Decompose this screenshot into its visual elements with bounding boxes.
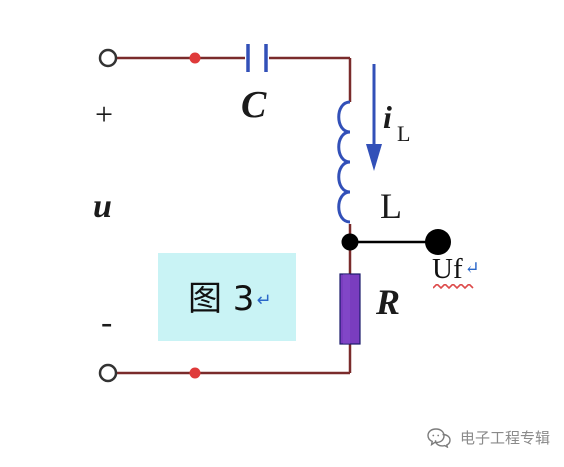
minus-label: -: [101, 304, 112, 341]
watermark-text: 电子工程专辑: [459, 428, 550, 447]
plus-label: +: [95, 96, 113, 132]
inductor-label: L: [380, 186, 402, 226]
current-subscript-label: L: [397, 121, 410, 146]
feedback-terminal: [425, 229, 451, 255]
top-terminal: [98, 48, 118, 68]
figure-label: 图 3: [188, 279, 255, 319]
return-arrow-icon: ↵: [256, 290, 272, 311]
resistor-label: R: [375, 282, 400, 322]
top-node: [189, 52, 201, 64]
chat-bubble-icon: [427, 428, 451, 448]
inductor-coil: [337, 100, 351, 224]
current-label: i: [383, 99, 392, 135]
feedback-voltage-label: Uf: [432, 253, 463, 285]
voltage-label: u: [93, 188, 112, 225]
figure-label-text: 图 3↵: [188, 271, 272, 320]
capacitor-label: C: [241, 84, 267, 126]
bottom-terminal: [98, 363, 118, 383]
spellcheck-wave-icon: [433, 284, 474, 290]
watermark: 电子工程专辑: [426, 426, 550, 448]
junction-node: [341, 233, 359, 251]
current-arrow-head: [366, 144, 382, 171]
resistor-highlight: [343, 274, 350, 344]
resistor-body: [339, 273, 361, 345]
bottom-node: [189, 367, 201, 379]
figure-label-box: 图 3↵: [158, 253, 296, 341]
feedback-return-arrow-icon: ↵: [464, 258, 480, 278]
feedback-voltage-label-group: Uf↵: [432, 253, 480, 286]
